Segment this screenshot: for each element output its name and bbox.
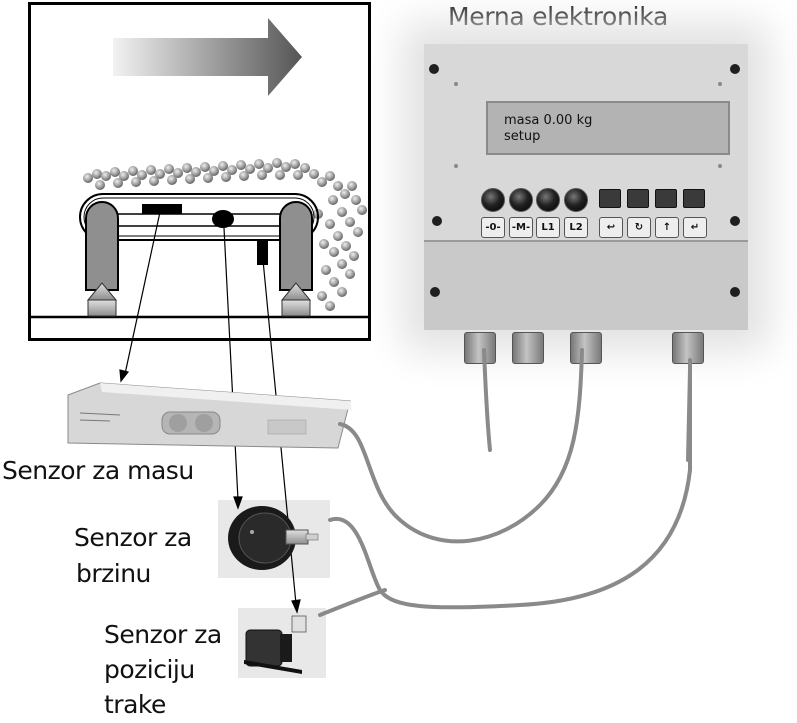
screw-icon [429, 64, 439, 74]
lcd-display: masa 0.00 kg setup [486, 101, 730, 155]
device-lower-housing [424, 242, 748, 330]
key-zero[interactable]: -0- [481, 217, 505, 238]
pin-icon [718, 82, 722, 86]
direction-arrow-icon [113, 18, 302, 96]
bulk-material [83, 158, 367, 311]
position-sensor-label-line-1: Senzor za [104, 620, 222, 649]
square-button[interactable] [655, 189, 677, 208]
mass-sensor-label: Senzor za masu [2, 456, 194, 485]
key-memory[interactable]: -M- [509, 217, 533, 238]
round-button[interactable] [481, 188, 505, 212]
right-roller-support [279, 201, 313, 317]
square-button[interactable] [599, 189, 621, 208]
speed-sensor-marker [212, 210, 234, 228]
device-title: Merna elektronika [448, 2, 668, 31]
position-sensor [244, 615, 307, 674]
key-l2[interactable]: L2 [564, 217, 588, 238]
key-up[interactable]: ↑ [655, 217, 679, 238]
speed-sensor-label-line-2: brzinu [76, 559, 151, 588]
lcd-line-1: masa 0.00 kg [504, 113, 593, 128]
cable-gland [464, 332, 496, 364]
pin-icon [454, 82, 458, 86]
measuring-electronics-device: masa 0.00 kg setup -0- -M- L1 L2 ↩ ↻ ↑ ↵ [424, 44, 748, 364]
speed-sensor-label-line-1: Senzor za [74, 523, 192, 552]
screw-icon [430, 287, 440, 297]
round-button[interactable] [564, 188, 588, 212]
round-button[interactable] [536, 188, 560, 212]
pin-icon [454, 164, 458, 168]
mass-sensor-marker [142, 204, 182, 214]
round-button[interactable] [509, 188, 533, 212]
speed-sensor-encoder [228, 506, 319, 570]
key-reset[interactable]: ↻ [627, 217, 651, 238]
screw-icon [730, 64, 740, 74]
position-sensor-marker [257, 241, 268, 265]
position-sensor-label-line-3: trake [104, 690, 166, 719]
square-button[interactable] [683, 189, 705, 208]
lcd-line-2: setup [504, 129, 541, 144]
cables [318, 348, 692, 617]
screw-icon [730, 216, 740, 226]
square-button[interactable] [627, 189, 649, 208]
load-cell [67, 382, 352, 449]
cable-gland [512, 332, 544, 364]
conveyor-belt [79, 193, 319, 241]
screw-icon [730, 287, 740, 297]
left-roller-support [85, 201, 119, 317]
cable-gland [570, 332, 602, 364]
key-back[interactable]: ↩ [599, 217, 623, 238]
screw-icon [432, 216, 442, 226]
key-l1[interactable]: L1 [536, 217, 560, 238]
key-enter[interactable]: ↵ [683, 217, 707, 238]
pin-icon [718, 164, 722, 168]
position-sensor-label-line-2: poziciju [104, 655, 195, 684]
